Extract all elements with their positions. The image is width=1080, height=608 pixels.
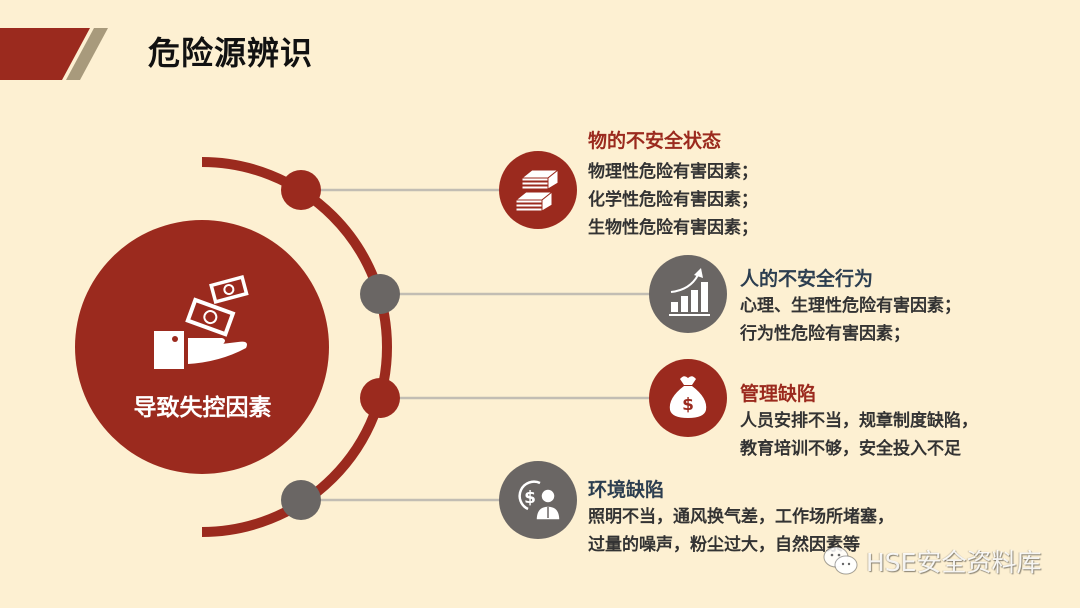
item-line: 过量的噪声，粉尘过大，自然因素等 <box>588 535 860 555</box>
item-1-icon-circle <box>499 151 577 229</box>
item-title: 人的不安全行为 <box>740 268 874 290</box>
item-line: 物理性危险有害因素； <box>588 162 758 182</box>
item-4-icon-circle <box>499 461 577 539</box>
node-dot-1 <box>281 170 321 210</box>
node-dot-3 <box>360 378 400 418</box>
item-title: 管理缺陷 <box>740 383 817 405</box>
item-line: 教育培训不够，安全投入不足 <box>740 439 961 459</box>
node-dot-4 <box>281 480 321 520</box>
money-bag-icon: $ <box>669 376 707 418</box>
money-stacks-icon <box>514 168 560 212</box>
item-management-defect: 管理缺陷 人员安排不当，规章制度缺陷， 教育培训不够，安全投入不足 <box>740 381 978 463</box>
item-line: 化学性危险有害因素； <box>588 190 758 210</box>
item-unsafe-behavior: 人的不安全行为 心理、生理性危险有害因素； 行为性危险有害因素； <box>740 266 961 348</box>
wechat-icon <box>823 546 858 575</box>
item-2-icon-circle <box>649 255 727 333</box>
page-title: 危险源辨识 <box>148 34 314 72</box>
header-accent-bar <box>0 28 108 80</box>
node-dot-2 <box>360 274 400 314</box>
item-environment-defect: 环境缺陷 照明不当，通风换气差，工作场所堵塞， 过量的噪声，粉尘过大，自然因素等 <box>588 477 894 559</box>
businessman-dollar-icon: $ <box>518 480 561 521</box>
item-line: 照明不当，通风换气差，工作场所堵塞， <box>588 507 894 527</box>
svg-text:$: $ <box>682 395 694 415</box>
item-line: 人员安排不当，规章制度缺陷， <box>740 411 978 431</box>
watermark-text: HSE安全资料库 <box>866 548 1042 577</box>
item-line: 行为性危险有害因素； <box>740 324 910 344</box>
item-hazard-material: 物的不安全状态 物理性危险有害因素； 化学性危险有害因素； 生物性危险有害因素； <box>588 128 758 242</box>
center-label: 导致失控因素 <box>133 395 272 421</box>
item-title: 环境缺陷 <box>588 479 665 501</box>
connector-lines <box>301 188 655 502</box>
item-line: 心理、生理性危险有害因素； <box>740 296 961 316</box>
svg-text:$: $ <box>524 488 536 508</box>
growth-chart-icon <box>669 268 710 316</box>
item-title: 物的不安全状态 <box>588 130 722 152</box>
hand-receiving-money-icon <box>154 275 249 369</box>
watermark: HSE安全资料库 <box>822 541 1041 581</box>
item-line: 生物性危险有害因素； <box>588 218 758 238</box>
